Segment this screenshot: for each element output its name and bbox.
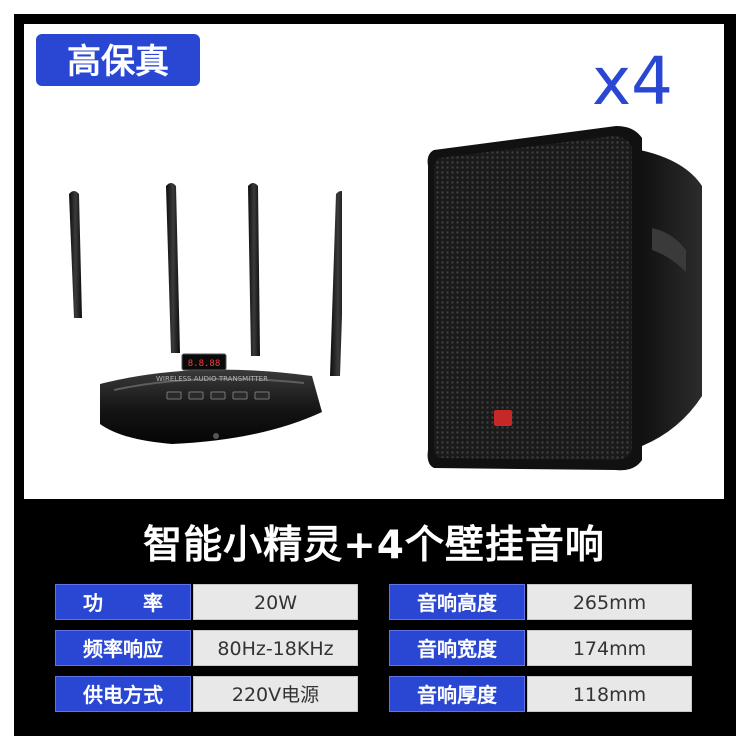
spec-power-supply-label: 供电方式 xyxy=(55,676,191,712)
spec-height-label: 音响高度 xyxy=(389,584,525,620)
indicator-light xyxy=(213,433,219,439)
wall-speaker-image xyxy=(427,126,702,471)
antenna-4 xyxy=(330,191,342,376)
transmitter-buttons xyxy=(166,391,270,400)
spec-frequency-value: 80Hz-18KHz xyxy=(193,630,358,666)
transmitter-label: WIRELESS AUDIO TRANSMITTER xyxy=(156,375,268,383)
antenna-3 xyxy=(248,183,260,356)
transmitter-body xyxy=(100,369,322,444)
antenna-1 xyxy=(69,191,82,318)
wireless-transmitter-image: 8.8.88 WIRELESS AUDIO TRANSMITTER xyxy=(69,183,342,444)
speaker-logo-badge xyxy=(494,410,512,426)
speaker-side xyxy=(640,150,702,446)
antenna-2 xyxy=(166,183,180,353)
spec-power-label: 功 率 xyxy=(55,584,191,620)
spec-power-value: 20W xyxy=(193,584,358,620)
spec-depth-label: 音响厚度 xyxy=(389,676,525,712)
spec-height-value: 265mm xyxy=(527,584,692,620)
spec-width-value: 174mm xyxy=(527,630,692,666)
body-top-edge xyxy=(113,377,305,391)
spec-depth-value: 118mm xyxy=(527,676,692,712)
display-text: 8.8.88 xyxy=(188,359,221,369)
speaker-grille xyxy=(434,136,632,460)
speaker-mount-slot xyxy=(652,228,686,272)
quantity-label: x4 xyxy=(592,43,674,120)
product-title: 智能小精灵+4个壁挂音响 xyxy=(143,523,605,568)
digital-display xyxy=(181,353,227,371)
hifi-badge: 高保真 xyxy=(34,32,202,88)
spec-power-supply-value: 220V电源 xyxy=(193,676,358,712)
spec-frequency-label: 频率响应 xyxy=(55,630,191,666)
spec-width-label: 音响宽度 xyxy=(389,630,525,666)
